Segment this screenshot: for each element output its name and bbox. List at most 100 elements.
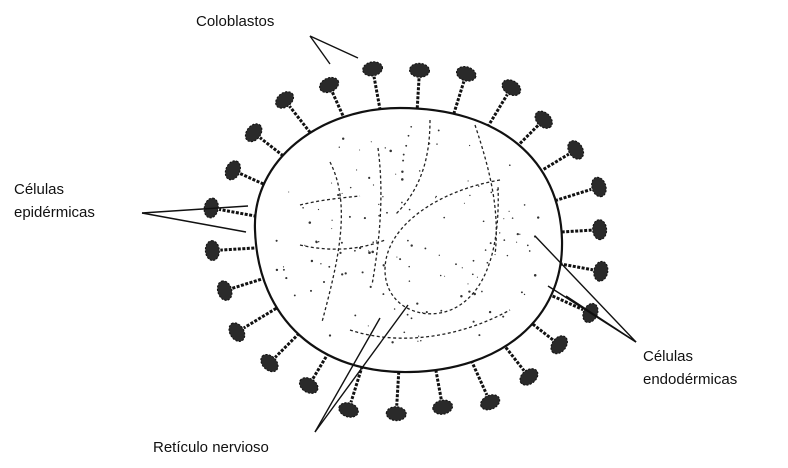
coloblast-head: [517, 365, 541, 388]
speckle-dot: [354, 314, 356, 316]
coloblast-head: [257, 351, 281, 375]
coloblast-head: [409, 63, 430, 78]
coloblast-head: [222, 158, 243, 182]
speckle-dot: [310, 290, 312, 292]
speckle-dot: [483, 220, 485, 222]
coloblast-stalk: [488, 94, 508, 127]
speckle-dot: [331, 228, 332, 229]
speckle-dot: [302, 207, 304, 209]
speckle-dot: [497, 189, 499, 191]
speckle-dot: [467, 283, 468, 284]
coloblast-cell: [297, 353, 329, 397]
speckle-dot: [315, 241, 317, 243]
coloblast-stalk: [275, 333, 299, 357]
speckle-dot: [356, 169, 357, 170]
speckle-dot: [503, 218, 504, 219]
coloblast-head: [548, 333, 571, 357]
coloblast-stalk: [220, 248, 254, 250]
speckle-dot: [410, 126, 412, 128]
speckle-dot: [341, 242, 343, 244]
coloblast-head: [337, 400, 360, 419]
speckle-dot: [411, 317, 413, 319]
speckle-dot: [529, 250, 531, 252]
speckle-dot: [391, 341, 393, 343]
speckle-dot: [469, 195, 470, 196]
speckle-dot: [401, 202, 403, 204]
coloblast-cell: [517, 108, 556, 147]
speckle-dot: [440, 275, 442, 277]
speckle-dot: [372, 241, 374, 243]
coloblast-stalk: [471, 360, 487, 395]
speckle-dot: [323, 281, 325, 283]
speckle-dot: [503, 239, 505, 241]
speckle-dot: [407, 314, 409, 316]
speckle-dot: [516, 242, 517, 243]
speckle-dot: [401, 178, 404, 181]
coloblast-cell: [409, 63, 430, 109]
speckle-dot: [405, 145, 407, 147]
coloblast-stalk: [540, 154, 569, 172]
coloblast-stalk: [232, 279, 261, 288]
speckle-dot: [395, 174, 396, 175]
speckle-dot: [304, 245, 305, 246]
coloblast-head: [592, 219, 607, 240]
speckle-dot: [435, 196, 437, 198]
speckle-dot: [509, 164, 511, 166]
coloblast-head: [565, 138, 587, 162]
speckle-dot: [382, 196, 383, 197]
speckle-dot: [408, 135, 410, 137]
speckle-dot: [359, 247, 361, 249]
speckle-dot: [311, 260, 313, 262]
speckle-dot: [309, 221, 312, 224]
coloblast-stalk: [219, 209, 256, 216]
speckle-dot: [378, 215, 380, 217]
speckle-dot: [507, 255, 508, 256]
coloblast-stalk: [332, 92, 344, 119]
speckle-dot: [331, 183, 332, 184]
speckle-dot: [444, 276, 445, 277]
speckle-dot: [472, 273, 474, 275]
speckle-dot: [417, 341, 418, 342]
coloblast-stalk: [244, 308, 277, 328]
speckle-dot: [403, 154, 405, 156]
label-celulas-epidermicas-2: epidérmicas: [14, 204, 95, 221]
speckle-dot: [285, 277, 287, 279]
label-reticulo-nervioso: Retículo nervioso: [153, 439, 269, 456]
speckle-dot: [364, 217, 366, 219]
speckle-dot: [517, 233, 519, 235]
speckle-dot: [378, 204, 379, 205]
coloblast-stalk: [290, 106, 313, 136]
coloblast-head: [272, 88, 296, 111]
coloblast-cell: [242, 121, 287, 159]
speckle-dot: [477, 277, 478, 278]
speckle-dot: [368, 177, 370, 179]
speckle-dot: [385, 147, 386, 148]
speckle-dot: [487, 262, 489, 264]
speckle-dot: [350, 187, 351, 188]
speckle-dot: [469, 145, 470, 146]
speckle-dot: [502, 316, 504, 318]
label-celulas-epidermicas-1: Células: [14, 181, 64, 198]
speckle-dot: [371, 141, 372, 142]
speckle-dot: [407, 240, 409, 242]
coloblast-head: [205, 240, 220, 261]
speckle-dot: [426, 311, 428, 313]
speckle-dot: [339, 147, 340, 148]
speckle-dot: [524, 294, 525, 295]
coloblast-cell: [361, 60, 383, 110]
speckle-dot: [409, 209, 411, 211]
speckle-dot: [318, 209, 319, 210]
speckle-dot: [283, 269, 285, 271]
coloblast-cell: [222, 158, 267, 186]
coloblast-head: [499, 76, 523, 98]
speckle-dot: [320, 263, 321, 264]
coloblast-stalk: [555, 189, 591, 200]
speckle-dot: [373, 184, 374, 185]
speckle-dot: [418, 335, 419, 336]
speckle-dot: [399, 258, 401, 260]
coloblast-cell: [471, 360, 502, 412]
speckle-dot: [508, 211, 509, 212]
speckle-dot: [276, 240, 278, 242]
speckle-dot: [422, 312, 423, 313]
